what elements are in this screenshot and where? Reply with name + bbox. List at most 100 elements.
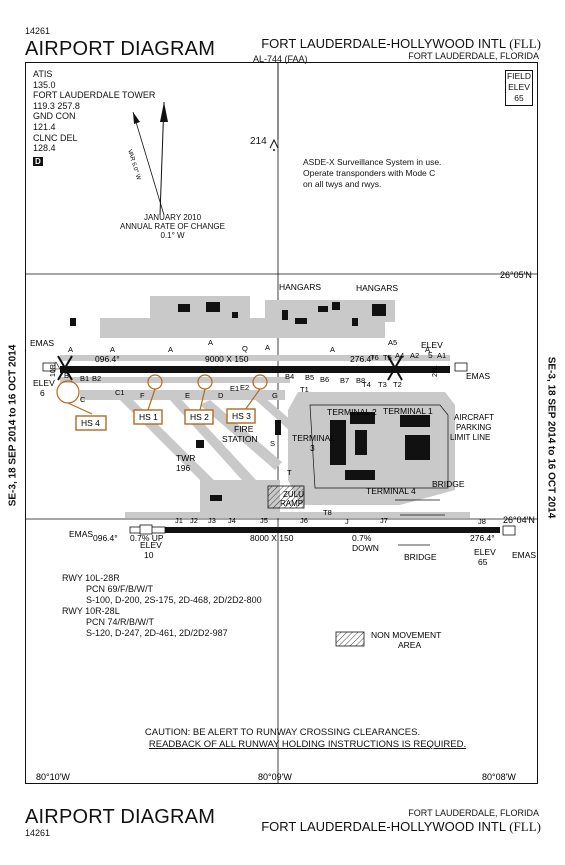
twy-letter: J6 [300, 516, 308, 525]
asde-line: on all twys and rwys. [303, 179, 382, 189]
twy-letter: A [68, 345, 73, 354]
non-movement-label-2: AREA [398, 640, 421, 650]
runway-10r-28l [51, 355, 450, 381]
footer-airport-name: FORT LAUDERDALE-HOLLYWOOD INTL [261, 819, 506, 834]
freq-line: 119.3 257.8 [33, 100, 80, 111]
terminal-2-building [350, 412, 375, 424]
twy-letter: A5 [388, 338, 397, 347]
twr-label: TWR [176, 453, 195, 463]
emas-label-nw: EMAS [30, 338, 54, 348]
zulu-ramp-area [267, 485, 305, 509]
caution-line-2: READBACK OF ALL RUNWAY HOLDING INSTRUCTI… [148, 739, 467, 750]
taxiway-b [60, 377, 290, 383]
twy-letter: E [185, 391, 190, 400]
airport-name-header: FORT LAUDERDALE-HOLLYWOOD INTL (FLL) [261, 36, 541, 52]
hot-spot-circle-4 [56, 380, 80, 404]
twy-letter: J8 [478, 517, 486, 526]
freq-line: 121.4 [33, 121, 56, 132]
elev-value-se: 65 [478, 557, 488, 567]
fire-station-label-1: FIRE [234, 424, 254, 434]
freq-line: 128.4 [33, 143, 56, 154]
twy-letter: S [270, 439, 275, 448]
twy-letter: B2 [92, 374, 101, 383]
var-label: VAR 6.0° W [126, 149, 141, 181]
hot-spot-label-2: HS 2 [190, 412, 209, 422]
terminal-4-building [345, 470, 375, 480]
north-apron [100, 318, 385, 338]
rwy-pcn: PCN 69/F/B/W/T [86, 584, 154, 594]
hot-spot-label-4: HS 4 [81, 418, 100, 428]
emas-box-sw [139, 524, 153, 535]
lon-right-label: 80°08'W [482, 772, 516, 782]
terminal-3-number: 3 [310, 443, 315, 453]
elev-label: ELEV [508, 82, 530, 92]
twy-letter: T4 [362, 380, 371, 389]
asde-line: Operate transponders with Mode C [303, 168, 436, 178]
twy-letter: B5 [305, 373, 314, 382]
twy-letter: C [80, 395, 86, 404]
emas-label-se: EMAS [512, 550, 536, 560]
caution-line-1: CAUTION: BE ALERT TO RUNWAY CROSSING CLE… [144, 727, 421, 738]
twy-letter: A1 [437, 351, 446, 360]
twy-letter: F [140, 391, 145, 400]
twy-letter: G [272, 391, 278, 400]
mag-rate-label: ANNUAL RATE OF CHANGE [120, 222, 225, 231]
emas-box-se [502, 525, 516, 536]
lat-top-label: 26°05'N [500, 270, 532, 280]
rwy-designation: RWY 10L-28R [62, 573, 120, 583]
emas-box-ne [454, 362, 468, 372]
elev-label-se: ELEV [474, 547, 496, 557]
taxiway-g [250, 392, 305, 440]
fire-station-label-2: STATION [222, 434, 258, 444]
footer-title: AIRPORT DIAGRAM [25, 806, 216, 828]
hangars-label-2: HANGARS [356, 283, 398, 293]
tower-building [196, 440, 204, 448]
doc-number: 14261 [25, 26, 51, 36]
non-movement-legend-swatch [335, 631, 365, 647]
twy-letter: E1 [230, 384, 239, 393]
rwy-north-right-heading: 276.4° [350, 354, 375, 364]
twy-letter: T6 [370, 353, 379, 362]
zulu-label-1: ZULU [283, 490, 304, 499]
hot-spot-boxes: HS 4 HS 1 HS 2 HS 3 [75, 408, 256, 431]
hot-spot-label-1: HS 1 [139, 412, 158, 422]
twr-height: 196 [176, 463, 190, 473]
rwy-designation: RWY 10R-28L [62, 606, 120, 616]
rwy-south-grad-left: 0.7% UP [130, 533, 164, 543]
zulu-label-2: RAMP [280, 499, 303, 508]
twy-letter: A [265, 343, 270, 352]
twy-letter: T3 [378, 380, 387, 389]
frequency-block: ATIS 135.0 FORT LAUDERDALE TOWER 119.3 2… [33, 69, 155, 166]
obstacle-icon [269, 138, 279, 151]
twy-letter: A [110, 345, 115, 354]
runway-north-surface [60, 366, 450, 373]
taxiway-a [60, 355, 450, 361]
rwy-north-left-heading: 096.4° [95, 354, 120, 364]
twy-letter: B1 [80, 374, 89, 383]
twy-letter: J5 [260, 516, 268, 525]
north-arrow [132, 101, 168, 216]
elev-label-sw: ELEV [140, 540, 162, 550]
parking-label-2: PARKING [456, 423, 491, 432]
elev-label-nw: ELEV [33, 378, 55, 388]
twy-letter: D [218, 391, 224, 400]
twy-letter: T2 [393, 380, 402, 389]
closed-x-marker [57, 355, 73, 381]
field-elev-value: 65 [514, 93, 524, 103]
terminal-3-building [330, 420, 346, 465]
twy-letter: J1 [175, 516, 183, 525]
asde-line: ASDE-X Surveillance System in use. [303, 157, 442, 167]
twy-letter: J7 [380, 516, 388, 525]
mag-rate-value: 0.1° W [160, 231, 185, 240]
emas-label-sw: EMAS [69, 529, 93, 539]
obstacle-height: 214 [250, 136, 267, 147]
terminal-4-label: TERMINAL 4 [366, 486, 416, 496]
taxiway-letters: A A A A A A A B B1 B2 C C1 E F D E1 E2 G… [64, 338, 486, 526]
emas-label-ne: EMAS [466, 371, 490, 381]
hot-spots [56, 374, 268, 415]
twy-letter: A [425, 345, 430, 354]
elev-value-ne: 5 [428, 350, 433, 360]
twy-letter: B8 [356, 376, 365, 385]
taxiway-e [200, 400, 282, 470]
